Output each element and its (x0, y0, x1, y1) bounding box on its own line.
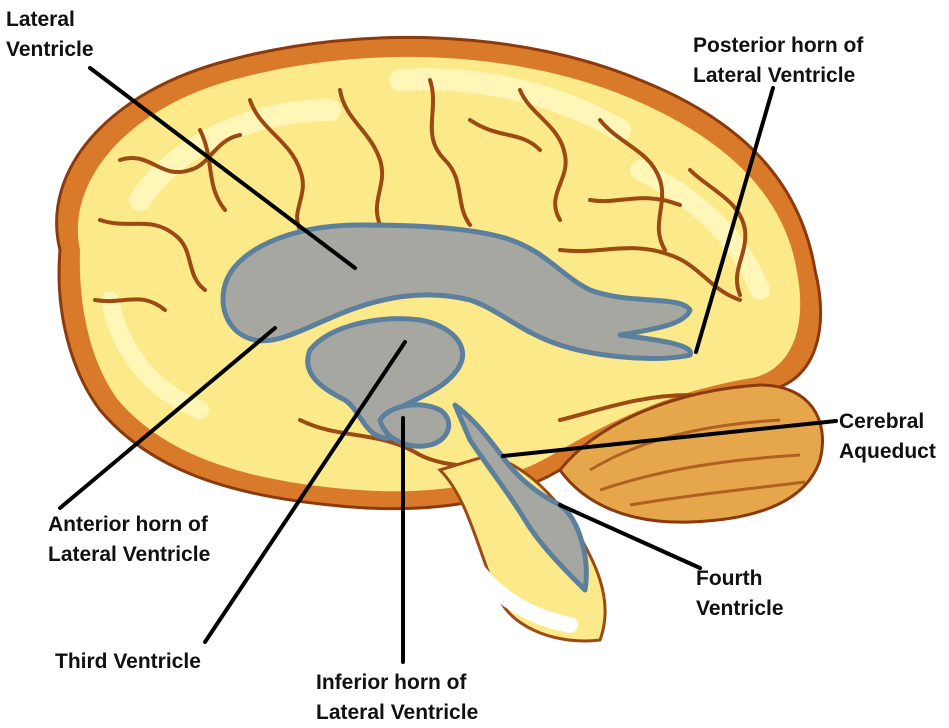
label-anterior-horn: Anterior horn of Lateral Ventricle (48, 510, 210, 570)
label-inferior-horn: Inferior horn of Lateral Ventricle (316, 668, 478, 728)
label-lateral-ventricle: Lateral Ventricle (6, 5, 94, 65)
label-fourth-ventricle: Fourth Ventricle (696, 564, 784, 624)
label-cerebral-aqueduct: Cerebral Aqueduct (839, 407, 936, 467)
label-third-ventricle: Third Ventricle (55, 647, 201, 677)
label-posterior-horn: Posterior horn of Lateral Ventricle (693, 31, 863, 91)
